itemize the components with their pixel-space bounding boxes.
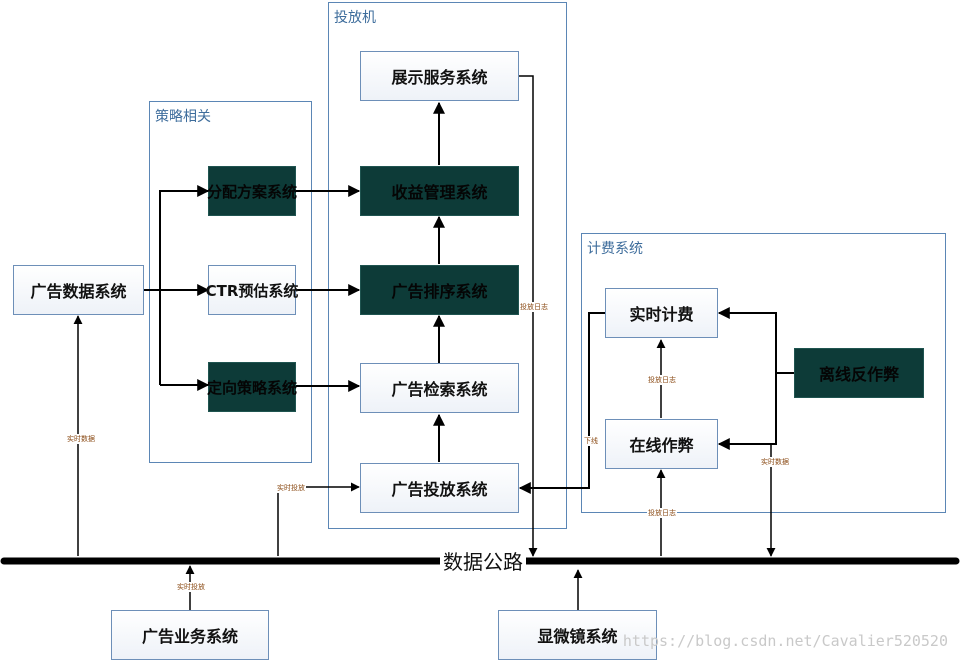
box-shishi-jifei: 实时计费 bbox=[605, 288, 718, 338]
box-shouyi-system: 收益管理系统 bbox=[360, 166, 519, 216]
label-toufang-rizhi: 投放日志 bbox=[519, 302, 549, 312]
edge-to-fenpei bbox=[159, 185, 210, 385]
edge-lixian-zaixian bbox=[717, 373, 777, 450]
edge-zhanshi-bus bbox=[519, 75, 538, 557]
group-celue: 策略相关 bbox=[149, 101, 312, 463]
data-bus-label: 数据公路 bbox=[440, 546, 526, 575]
box-ctr-system: CTR预估系统 bbox=[206, 265, 298, 315]
box-fenpei-system: 分配方案系统 bbox=[207, 166, 297, 216]
watermark-text: https://blog.csdn.net/Cavalier520520 bbox=[622, 632, 948, 650]
group-jifei: 计费系统 bbox=[581, 233, 946, 513]
label-shishi-toufang: 实时投放 bbox=[276, 483, 306, 493]
group-title-jifei: 计费系统 bbox=[587, 241, 643, 257]
label-shishi-shuju: 实时数据 bbox=[66, 434, 96, 444]
label-shishi-shuju-2: 实时数据 bbox=[760, 457, 790, 467]
edge-jifei-toufang bbox=[518, 312, 605, 494]
group-toufangji: 投放机 bbox=[328, 2, 567, 529]
label-xiaxian: 下线 bbox=[583, 436, 599, 446]
box-zaixian-zuobi: 在线作弊 bbox=[605, 419, 718, 469]
group-title-toufangji: 投放机 bbox=[334, 10, 376, 26]
box-ad-business-system: 广告业务系统 bbox=[111, 610, 269, 660]
box-lixian-fanzuobi: 离线反作弊 bbox=[794, 348, 924, 398]
label-jifei-rizhi-2: 投放日志 bbox=[647, 508, 677, 518]
group-title-celue: 策略相关 bbox=[155, 109, 211, 125]
box-ad-data-system: 广告数据系统 bbox=[13, 265, 144, 315]
box-xianweijing-system: 显微镜系统 bbox=[498, 610, 657, 660]
label-shishi-toufang-2: 实时投放 bbox=[176, 582, 206, 592]
box-toufang-system: 广告投放系统 bbox=[360, 463, 519, 513]
box-dingxiang-system: 定向策略系统 bbox=[207, 362, 297, 412]
edge-lixian-shishi bbox=[717, 307, 794, 374]
box-jiansuo-system: 广告检索系统 bbox=[360, 363, 519, 413]
edge-bus-toufang bbox=[277, 482, 360, 556]
label-jifei-rizhi: 投放日志 bbox=[647, 375, 677, 385]
box-paixu-system: 广告排序系统 bbox=[360, 265, 519, 315]
box-zhanshi-system: 展示服务系统 bbox=[360, 51, 519, 101]
